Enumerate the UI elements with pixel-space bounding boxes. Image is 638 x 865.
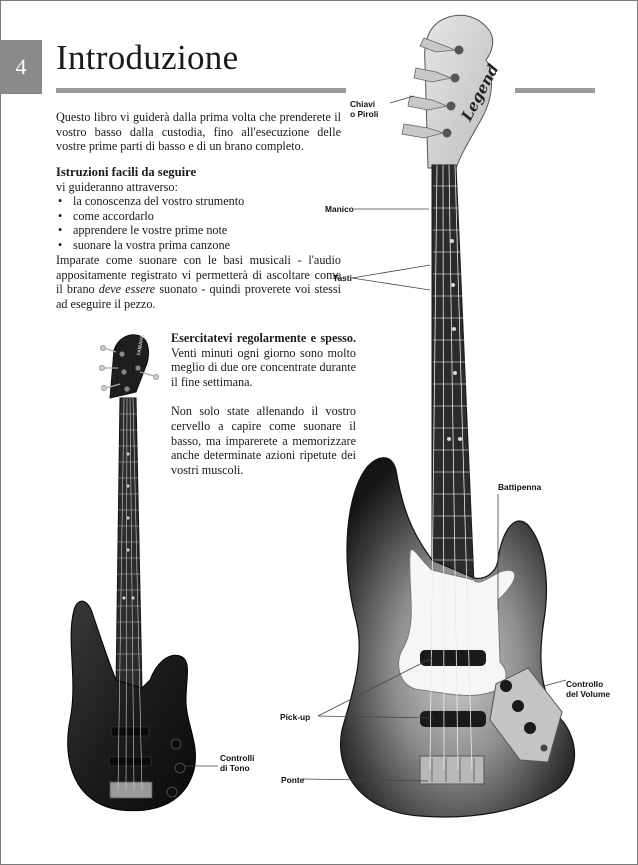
label-tuning-keys: Chiavi o Piroli xyxy=(350,99,378,119)
small-tone-knob xyxy=(170,738,182,750)
list-item: apprendere le vostre prime note xyxy=(56,223,341,238)
neck xyxy=(431,164,475,583)
volume-knob xyxy=(500,680,512,692)
label-line: Controlli xyxy=(220,753,255,763)
label-volume-control: Controllo del Volume xyxy=(566,679,610,699)
headstock-shape xyxy=(424,14,494,169)
small-neck xyxy=(115,397,143,691)
label-pickup: Pick-up xyxy=(280,712,311,722)
practice-title: Esercitatevi regolarmente e spesso. xyxy=(171,331,356,345)
label-line: Chiavi xyxy=(350,99,376,109)
strings xyxy=(429,164,473,771)
audio-text-after: suonato - quindi proverete voi stessi ad… xyxy=(56,282,341,311)
bridge-pickup xyxy=(420,711,486,727)
practice-section: Esercitatevi regolarmente e spesso. Vent… xyxy=(171,331,356,477)
fret-markers xyxy=(447,239,462,441)
large-bass: Legend xyxy=(340,14,576,818)
audio-text-before: Imparate come suonare con le basi musica… xyxy=(56,253,341,297)
label-pickguard: Battipenna xyxy=(498,482,542,492)
label-line: del Volume xyxy=(566,689,611,699)
label-tone-controls: Controlli di Tono xyxy=(220,753,254,773)
tone-knob xyxy=(524,722,536,734)
list-item: la conoscenza del vostro strumento xyxy=(56,194,341,209)
volume-knob xyxy=(512,700,524,712)
label-frets: Tasti xyxy=(333,273,352,283)
small-bass: YAMAHA xyxy=(67,334,196,812)
label-line: di Tono xyxy=(220,763,250,773)
label-neck: Manico xyxy=(325,204,354,214)
small-tone-knob xyxy=(166,786,178,798)
small-tuning-pegs xyxy=(98,344,160,392)
howto-section: Istruzioni facili da seguire vi guideran… xyxy=(56,165,341,253)
tuning-pegs xyxy=(401,37,464,139)
small-strings xyxy=(117,397,143,791)
small-pickup xyxy=(110,726,150,737)
label-line: Controllo xyxy=(566,679,604,689)
page-title: Introduzione xyxy=(56,38,239,77)
howto-title: Istruzioni facili da seguire xyxy=(56,165,197,179)
list-item: come accordarlo xyxy=(56,209,341,224)
practice-paragraph-2: Non solo state allenando il vostro cerve… xyxy=(171,404,356,477)
small-bridge xyxy=(109,781,153,799)
small-headstock xyxy=(109,334,149,399)
title-rule xyxy=(56,88,346,93)
title-rule-right xyxy=(515,88,595,93)
intro-paragraph: Questo libro vi guiderà dalla prima volt… xyxy=(56,110,341,154)
list-item: suonare la vostra prima canzone xyxy=(56,238,341,253)
audio-paragraph: Imparate come suonare con le basi musica… xyxy=(56,253,341,311)
practice-paragraph-1: Venti minuti ogni giorno sono molto megl… xyxy=(171,345,356,389)
audio-emphasis: deve essere xyxy=(98,282,156,297)
howto-list: la conoscenza del vostro strumento come … xyxy=(56,194,341,252)
neck-pickup xyxy=(420,650,486,666)
small-pickup xyxy=(108,756,152,767)
small-tone-knob xyxy=(174,762,186,774)
page-number: 4 xyxy=(0,40,42,94)
small-body xyxy=(67,600,196,812)
bridge xyxy=(419,755,485,785)
label-line: o Piroli xyxy=(350,109,379,119)
leader-lines xyxy=(184,95,567,782)
label-bridge: Ponte xyxy=(281,775,305,785)
small-headstock-logo: YAMAHA xyxy=(136,334,146,357)
howto-lead: vi guideranno attraverso: xyxy=(56,179,178,194)
jack xyxy=(540,744,548,752)
